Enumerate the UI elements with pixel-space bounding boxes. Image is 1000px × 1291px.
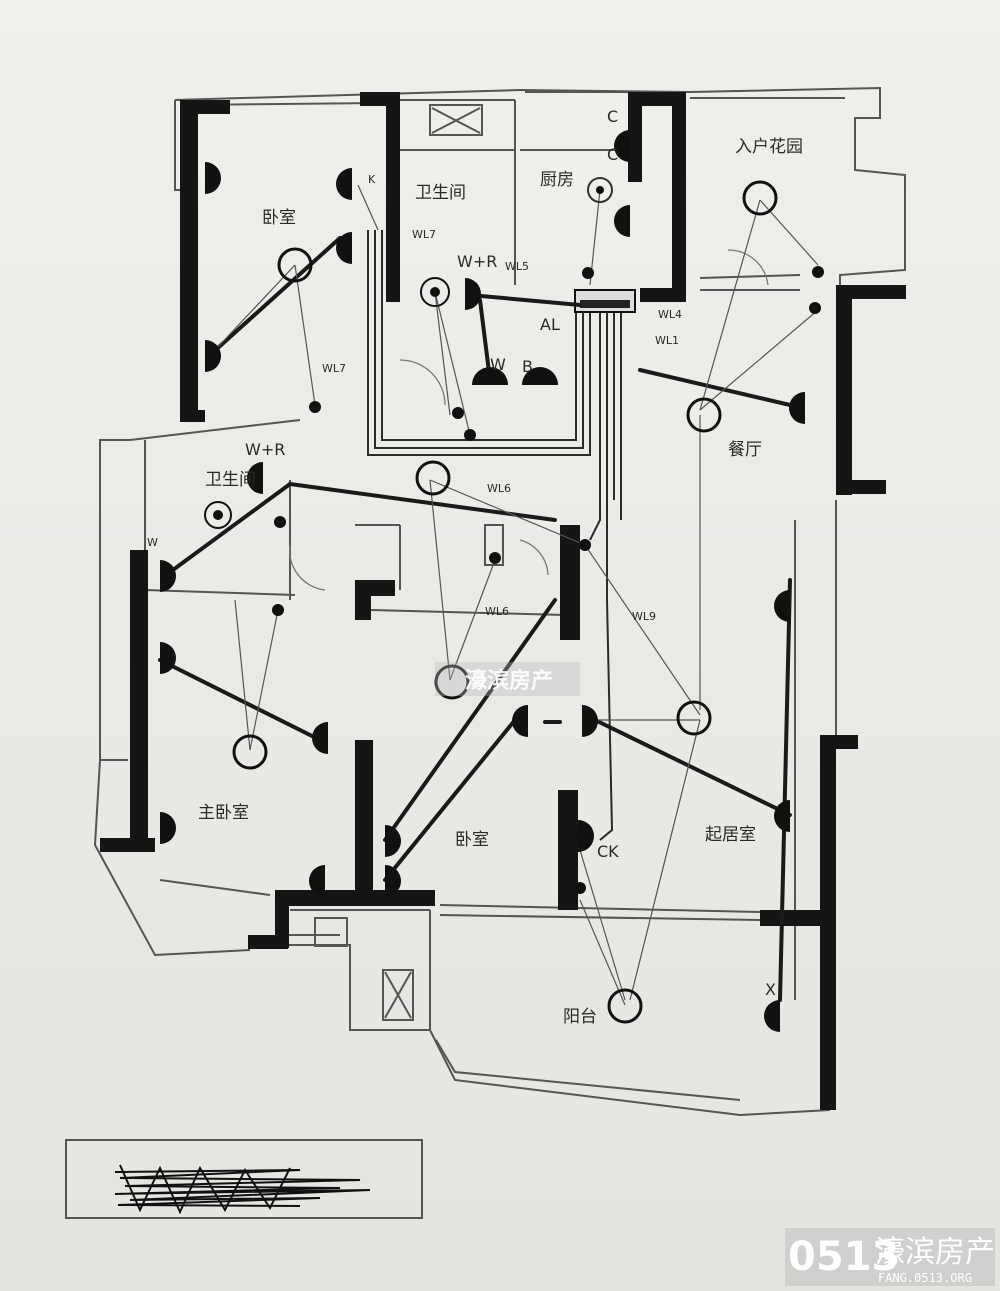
tag-k: K [368,173,376,186]
bath-fixtures [204,177,613,529]
room-label-master-bedroom: 主卧室 [198,803,249,823]
interior-thin-walls [129,100,801,1021]
room-label-bathroom-n: 卫生间 [415,183,466,203]
door-swings [289,249,769,591]
room-label-entry-garden: 入户花园 [735,137,803,157]
room-labels: 卧室 卫生间 厨房 入户花园 餐厅 卫生间 主卧室 卧室 起居室 阳台 [198,137,803,1027]
room-label-balcony: 阳台 [563,1007,597,1027]
room-label-dining: 餐厅 [728,440,762,460]
room-label-bedroom-mid: 卧室 [455,830,489,850]
junction-dots [272,266,824,894]
circuit-labels: WL7 WL7 WL5 WL4 WL1 WL6 WL6 WL9 [322,228,682,623]
circuit-label-wl7b: WL7 [322,362,346,375]
room-label-bathroom-w: 卫生间 [205,470,256,490]
tag-w: W [490,355,506,374]
title-block [65,1139,423,1219]
branch-wires [158,236,792,1002]
circuit-label-wl9: WL9 [632,610,656,623]
room-label-kitchen: 厨房 [540,170,574,190]
tag-c2: C [607,145,618,164]
redaction-scribble [114,1164,371,1215]
fixture-tags: W+R W+R AL W B CK C C X K W [147,107,776,999]
tag-w-left: W [147,536,158,549]
tag-b: B [522,357,533,376]
circuit-label-wl5: WL5 [505,260,529,273]
load-bearing-walls [100,92,906,1110]
tag-wr-left: W+R [245,440,285,459]
room-label-bedroom-nw: 卧室 [262,208,296,228]
circuit-label-wl6b: WL6 [485,605,509,618]
tag-c1: C [607,107,618,126]
distribution-panel [574,289,636,313]
logo-url: FANG.0513.ORG [878,1271,972,1285]
circuit-label-wl1: WL1 [655,334,679,347]
center-watermark: 濠滨房产 [435,662,580,696]
conduit-bundle [367,230,622,841]
logo-name: 濠滨房产 [875,1235,995,1270]
corner-logo-watermark: 0513 濠滨房产 FANG.0513.ORG [785,1228,995,1286]
wall-switches [160,130,805,1032]
tag-x: X [765,980,776,999]
circuit-label-wl7a: WL7 [412,228,436,241]
circuit-label-wl6a: WL6 [487,482,511,495]
ceiling-lights [232,180,778,1024]
room-label-living: 起居室 [705,825,756,845]
tag-al: AL [540,315,560,334]
lighting-wires [214,184,819,1006]
tag-ck: CK [597,842,619,861]
circuit-label-wl4: WL4 [658,308,682,321]
logo-number: 0513 [788,1234,899,1280]
tag-wr-top: W+R [457,252,497,271]
watermark-center-text: 濠滨房产 [465,668,553,694]
